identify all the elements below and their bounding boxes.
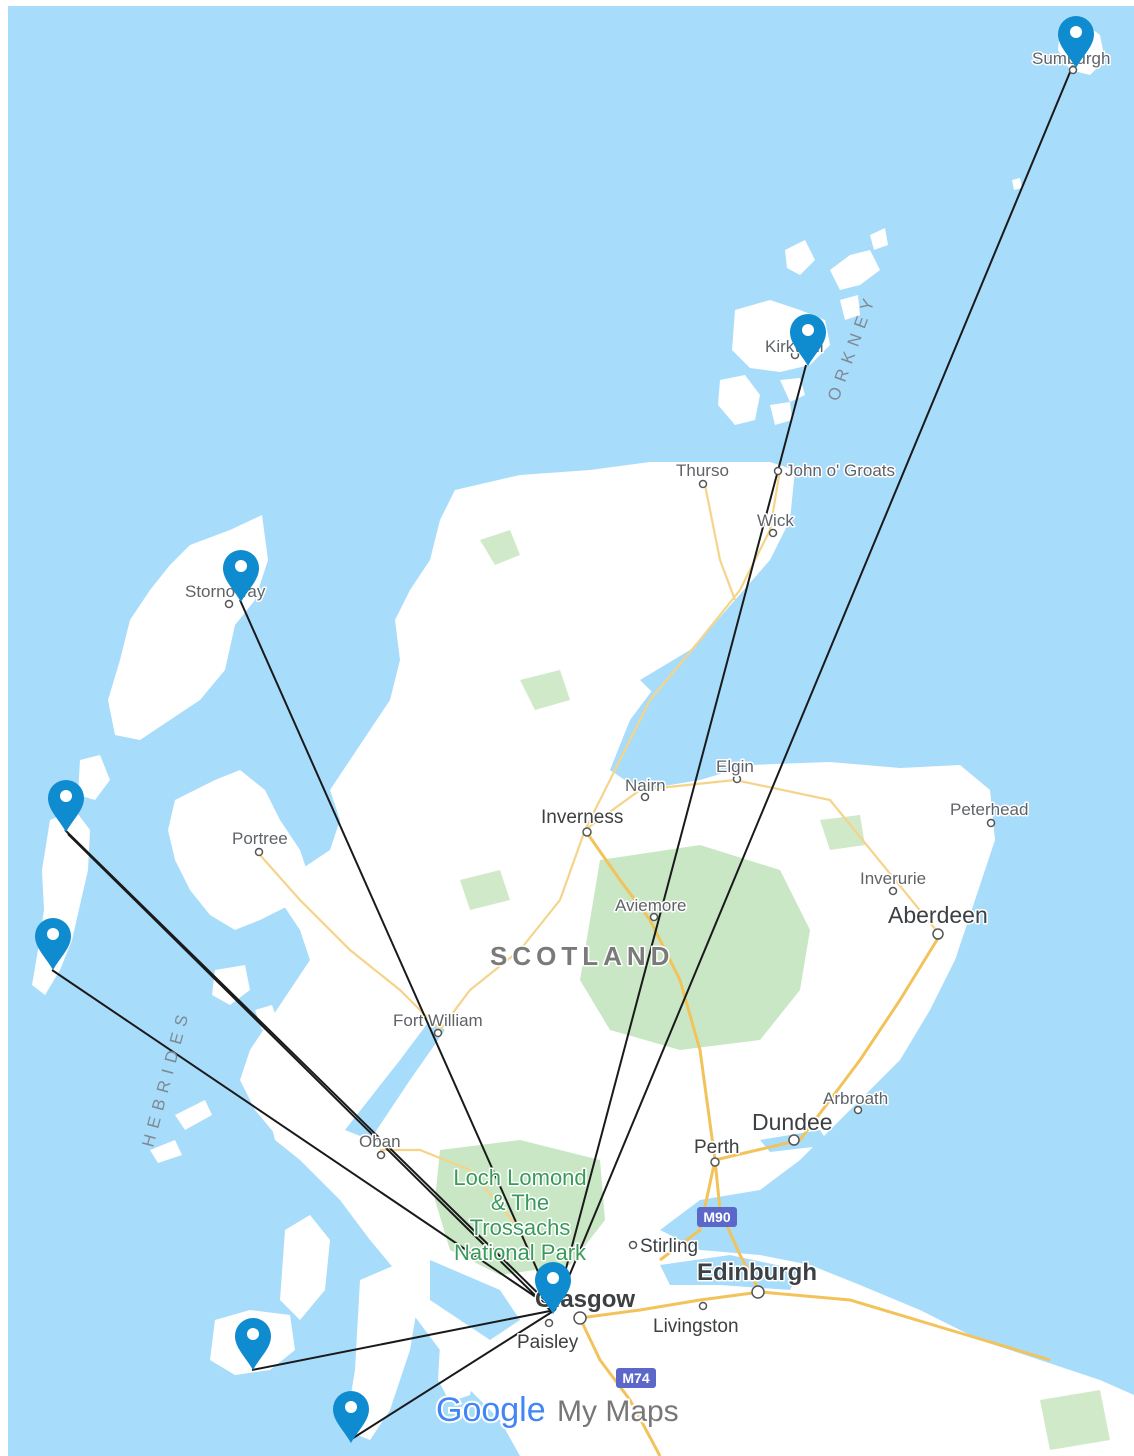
label-scotland: SCOTLAND xyxy=(490,941,674,971)
road-skye xyxy=(259,854,441,1031)
label-oban: Oban xyxy=(359,1132,401,1151)
shetland-fair-isle xyxy=(1012,178,1022,190)
forest-patch-4 xyxy=(460,870,510,910)
kintyre xyxy=(345,1265,420,1440)
label-nairn: Nairn xyxy=(625,776,666,795)
marker-kirkwall[interactable] xyxy=(790,314,826,366)
label-inverurie: Inverurie xyxy=(860,869,926,888)
route-barra[interactable] xyxy=(51,969,556,1311)
isle-of-harris-south xyxy=(78,755,110,800)
route-stornoway[interactable] xyxy=(239,599,556,1311)
svg-text:& The: & The xyxy=(491,1190,549,1215)
town-dots xyxy=(224,65,1078,1328)
isle-of-mull xyxy=(265,1085,365,1165)
map-pin-icon xyxy=(333,1391,369,1443)
map-pin-icon xyxy=(223,550,259,602)
isle-of-coll-tiree xyxy=(150,1100,212,1163)
label-inverness: Inverness xyxy=(541,807,623,828)
svg-text:M74: M74 xyxy=(622,1370,649,1386)
map-frame-top xyxy=(0,0,1134,6)
road-sign-m90: M90 xyxy=(697,1207,737,1227)
google-my-maps-logo: Google My Maps xyxy=(434,1389,681,1431)
logo-word: Google xyxy=(436,1391,546,1429)
label-paisley: Paisley xyxy=(517,1332,579,1353)
label-dundee: Dundee xyxy=(752,1109,833,1135)
isle-of-rum xyxy=(212,965,250,1005)
road-m90 xyxy=(713,1159,762,1293)
label-aviemore: Aviemore xyxy=(615,896,687,915)
forest-patch-3 xyxy=(820,815,865,850)
map-pin-icon xyxy=(790,314,826,366)
label-edinburgh: Edinburgh xyxy=(697,1259,817,1286)
isle-of-jura xyxy=(280,1215,330,1320)
label-arbroath: Arbroath xyxy=(823,1089,888,1108)
svg-text:M90: M90 xyxy=(703,1209,730,1225)
marker-campbeltown[interactable] xyxy=(333,1391,369,1443)
label-thurso: Thurso xyxy=(676,461,729,480)
road-fort-william xyxy=(439,829,587,1031)
marker-glasgow[interactable] xyxy=(535,1262,571,1314)
svg-text:Loch Lomond: Loch Lomond xyxy=(453,1165,586,1190)
map-pin-icon xyxy=(48,780,84,832)
forest-patch-2 xyxy=(520,670,570,710)
label-stirling: Stirling xyxy=(640,1236,698,1257)
label-loch-lomond-park: Loch Lomond & The Trossachs National Par… xyxy=(452,1164,589,1267)
road-sign-m74: M74 xyxy=(616,1368,656,1388)
forest-patch-1 xyxy=(480,530,520,565)
orkney-hoy xyxy=(718,375,760,425)
label-stornoway: Stornoway xyxy=(185,582,266,601)
label-wick: Wick xyxy=(757,511,794,530)
marker-benbecula[interactable] xyxy=(48,780,84,832)
orkney-south-isles xyxy=(770,378,805,425)
map-pin-icon xyxy=(235,1318,271,1370)
label-perth: Perth xyxy=(694,1137,739,1158)
marker-stornoway[interactable] xyxy=(223,550,259,602)
label-elgin: Elgin xyxy=(716,757,754,776)
forest-patch-5 xyxy=(1040,1390,1110,1450)
map-pin-icon xyxy=(1058,16,1094,68)
route-sumburgh[interactable] xyxy=(554,64,1074,1311)
map-pin-icon xyxy=(35,918,71,970)
route-kirkwall[interactable] xyxy=(554,364,807,1311)
svg-text:Google: Google xyxy=(436,1391,546,1429)
svg-text:Trossachs: Trossachs xyxy=(470,1215,571,1240)
isle-of-arran xyxy=(438,1335,478,1402)
orkney-north-isles xyxy=(785,228,888,320)
map-frame xyxy=(0,0,8,1456)
moray-firth xyxy=(610,705,740,790)
marker-sumburgh[interactable] xyxy=(1058,16,1094,68)
label-livingston: Livingston xyxy=(653,1316,739,1337)
road-aberdeen xyxy=(714,934,942,1162)
marker-islay[interactable] xyxy=(235,1318,271,1370)
road-a1 xyxy=(759,1290,1051,1362)
svg-text:National Park: National Park xyxy=(454,1240,587,1265)
map-pin-icon xyxy=(535,1262,571,1314)
firth-of-clyde xyxy=(430,1260,520,1340)
road-m8 xyxy=(579,1290,761,1320)
route-benbecula[interactable] xyxy=(64,829,556,1311)
logo-product: My Maps xyxy=(557,1395,679,1428)
road-thurso xyxy=(703,484,737,601)
dornoch-firth xyxy=(640,650,700,695)
route-benbecula-2[interactable] xyxy=(67,833,553,1313)
route-lines xyxy=(51,64,1074,1441)
loch-lomond-park xyxy=(435,1140,605,1275)
label-peterhead: Peterhead xyxy=(950,800,1028,819)
route-islay[interactable] xyxy=(251,1309,556,1371)
label-fort-william: Fort William xyxy=(393,1011,483,1030)
road-m74 xyxy=(578,1317,662,1456)
label-john-o-groats: John o' Groats xyxy=(785,461,895,480)
label-aberdeen: Aberdeen xyxy=(888,902,988,928)
label-portree: Portree xyxy=(232,829,288,848)
firth-of-forth xyxy=(660,1255,800,1290)
isle-of-skye xyxy=(168,770,310,930)
loch-linnhe xyxy=(345,1020,445,1140)
marker-barra[interactable] xyxy=(35,918,71,970)
route-campbeltown[interactable] xyxy=(349,1309,556,1441)
